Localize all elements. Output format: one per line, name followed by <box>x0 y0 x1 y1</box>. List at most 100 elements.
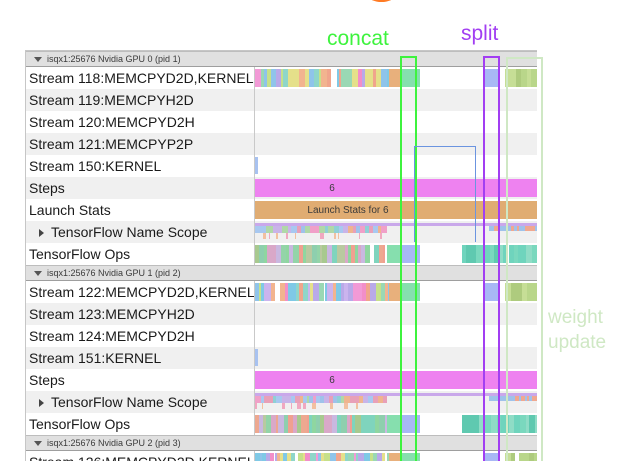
timeline-slice[interactable] <box>306 415 309 433</box>
timeline-slice[interactable] <box>302 69 305 87</box>
timeline-slice[interactable] <box>526 283 533 301</box>
timeline-slice[interactable] <box>304 69 309 87</box>
name-scope-slice[interactable] <box>266 226 271 233</box>
name-scope-slice[interactable] <box>306 396 310 403</box>
name-scope-slice[interactable] <box>495 396 500 401</box>
timeline-slice[interactable] <box>262 453 266 461</box>
name-scope-slice[interactable] <box>299 396 304 403</box>
name-scope-slice[interactable] <box>282 403 286 409</box>
timeline-slice[interactable] <box>514 245 518 263</box>
timeline-slice[interactable] <box>357 245 362 263</box>
timeline-slice[interactable] <box>322 245 325 263</box>
name-scope-slice[interactable] <box>285 233 289 239</box>
timeline-slice[interactable] <box>306 245 312 263</box>
timeline-row-label[interactable]: Launch Stats <box>29 199 255 221</box>
name-scope-slice[interactable] <box>337 396 342 403</box>
timeline-slice[interactable] <box>355 245 358 263</box>
timeline-slice[interactable] <box>373 453 377 461</box>
timeline-slice[interactable] <box>400 453 420 461</box>
timeline-slice[interactable] <box>350 245 356 263</box>
timeline-slice[interactable] <box>376 453 382 461</box>
name-scope-slice[interactable] <box>302 403 307 409</box>
timeline-slice[interactable] <box>309 283 314 301</box>
timeline-row-label[interactable]: TensorFlow Ops <box>29 243 255 265</box>
timeline-slice[interactable] <box>308 415 313 433</box>
name-scope-slice[interactable] <box>300 226 306 233</box>
timeline-slice[interactable] <box>310 453 316 461</box>
timeline-slice[interactable] <box>514 415 520 433</box>
timeline-slice[interactable] <box>389 69 400 87</box>
name-scope-slice[interactable] <box>378 396 383 403</box>
timeline-slice[interactable] <box>478 415 485 433</box>
name-scope-slice[interactable] <box>255 403 258 409</box>
timeline-slice[interactable] <box>362 283 367 301</box>
timeline-row[interactable]: Stream 120:MEMCPYD2H <box>26 111 537 133</box>
timeline-slice[interactable] <box>282 453 288 461</box>
name-scope-slice[interactable] <box>359 233 361 239</box>
name-scope-slice[interactable] <box>359 396 363 403</box>
name-scope-slice[interactable] <box>329 396 333 403</box>
timeline-slice[interactable] <box>303 283 308 301</box>
name-scope-slice[interactable] <box>490 226 495 231</box>
timeline-row-label[interactable]: TensorFlow Ops <box>29 413 255 435</box>
timeline-slice[interactable] <box>501 415 505 433</box>
name-scope-slice[interactable] <box>364 226 369 233</box>
timeline-slice[interactable] <box>287 453 291 461</box>
name-scope-slice[interactable] <box>315 396 320 403</box>
timeline-slice[interactable] <box>260 69 265 87</box>
timeline-row-label[interactable]: Stream 151:KERNEL <box>29 347 255 369</box>
timeline-slice[interactable] <box>355 453 359 461</box>
timeline-slice[interactable] <box>357 283 363 301</box>
timeline-slice[interactable] <box>400 69 420 87</box>
timeline-slice[interactable] <box>336 69 340 87</box>
timeline-slice[interactable] <box>491 415 498 433</box>
timeline-slice[interactable] <box>505 283 511 301</box>
timeline-row-label[interactable]: Stream 118:MEMCPYD2D,KERNEL,MI <box>29 67 255 89</box>
name-scope-slice[interactable] <box>255 396 261 403</box>
timeline-slice[interactable] <box>400 415 420 433</box>
name-scope-slice[interactable] <box>489 396 494 401</box>
timeline-slice[interactable] <box>352 69 358 87</box>
name-scope-slice[interactable] <box>504 226 508 231</box>
timeline-slice[interactable] <box>299 245 303 263</box>
timeline-slice[interactable] <box>381 283 385 301</box>
timeline-track[interactable] <box>255 69 537 87</box>
timeline-slice[interactable] <box>327 245 332 263</box>
timeline-slice[interactable] <box>358 453 364 461</box>
timeline-slice[interactable] <box>384 283 388 301</box>
timeline-slice[interactable] <box>275 415 278 433</box>
timeline-row-label[interactable]: Stream 120:MEMCPYD2H <box>29 111 255 133</box>
timeline-slice[interactable] <box>324 283 327 301</box>
name-scope-slice[interactable] <box>310 226 316 233</box>
timeline-slice[interactable] <box>296 283 300 301</box>
timeline-slice[interactable] <box>387 415 400 433</box>
timeline-slice[interactable] <box>382 245 386 263</box>
timeline-slice[interactable] <box>386 453 389 461</box>
timeline-slice[interactable] <box>361 69 366 87</box>
name-scope-slice[interactable] <box>266 396 273 403</box>
timeline-slice[interactable] <box>310 69 315 87</box>
name-scope-slice[interactable] <box>268 233 271 239</box>
timeline-slice[interactable] <box>349 415 353 433</box>
timeline-track[interactable] <box>255 453 537 461</box>
name-scope-slice[interactable] <box>533 226 536 231</box>
name-scope-slice[interactable] <box>382 396 388 403</box>
timeline-row[interactable]: TensorFlow Ops <box>26 243 537 265</box>
name-scope-slice[interactable] <box>494 226 498 231</box>
timeline-slice[interactable] <box>361 245 366 263</box>
timeline-slice[interactable] <box>332 283 337 301</box>
timeline-slice[interactable] <box>255 453 260 461</box>
process-group-header[interactable]: isqx1:25676 Nvidia GPU 1 (pid 2) <box>26 265 537 281</box>
name-scope-slice[interactable] <box>312 403 317 409</box>
name-scope-slice[interactable] <box>255 226 261 233</box>
timeline-slice[interactable] <box>345 245 348 263</box>
name-scope-slice[interactable] <box>355 226 360 233</box>
timeline-row-label[interactable]: Steps <box>29 369 255 391</box>
timeline-slice[interactable] <box>525 415 530 433</box>
timeline-slice[interactable] <box>378 245 383 263</box>
timeline-slice[interactable] <box>255 415 260 433</box>
name-scope-slice[interactable] <box>520 226 526 231</box>
timeline-slice[interactable] <box>347 453 354 461</box>
name-scope-slice[interactable] <box>312 396 316 403</box>
timeline-slice[interactable] <box>358 415 362 433</box>
